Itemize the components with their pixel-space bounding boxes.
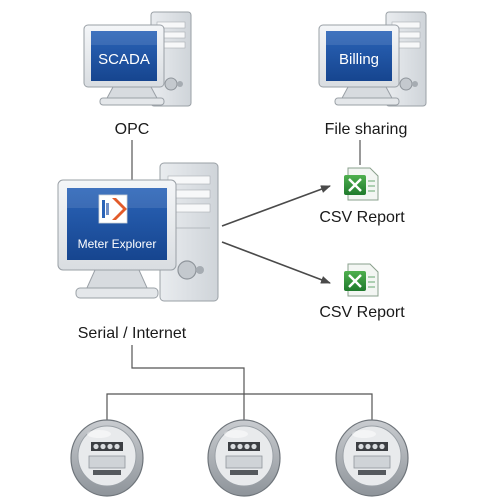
- csv-report-label-2: CSV Report: [319, 304, 405, 321]
- billing-screen-label: Billing: [339, 51, 379, 68]
- meter-explorer-computer: Meter Explorer: [57, 162, 219, 302]
- report-arrow-2: [221, 241, 331, 284]
- csv-report-label-1: CSV Report: [319, 209, 405, 226]
- electric-meter-icon: [335, 419, 409, 497]
- meter-explorer-screen-label: Meter Explorer: [78, 237, 157, 251]
- report-arrow-1: [221, 185, 331, 227]
- scada-computer: SCADA: [83, 11, 192, 107]
- csv-report-1: CSV Report: [319, 167, 405, 226]
- file-sharing-label: File sharing: [325, 121, 408, 138]
- electric-meter-icon: [70, 419, 144, 497]
- connectors: [106, 140, 373, 420]
- serial-trunk-line: [131, 345, 245, 420]
- meter-explorer-logo-icon: [98, 194, 128, 224]
- serial-internet-label: Serial / Internet: [78, 325, 187, 342]
- opc-label: OPC: [115, 121, 150, 138]
- billing-computer: Billing: [318, 11, 427, 107]
- electric-meter-icon: [207, 419, 281, 497]
- excel-file-icon: [344, 263, 379, 297]
- csv-report-2: CSV Report: [319, 263, 405, 321]
- scada-screen-label: SCADA: [98, 51, 150, 68]
- meter-bus-line: [106, 393, 373, 420]
- excel-file-icon: [344, 167, 379, 201]
